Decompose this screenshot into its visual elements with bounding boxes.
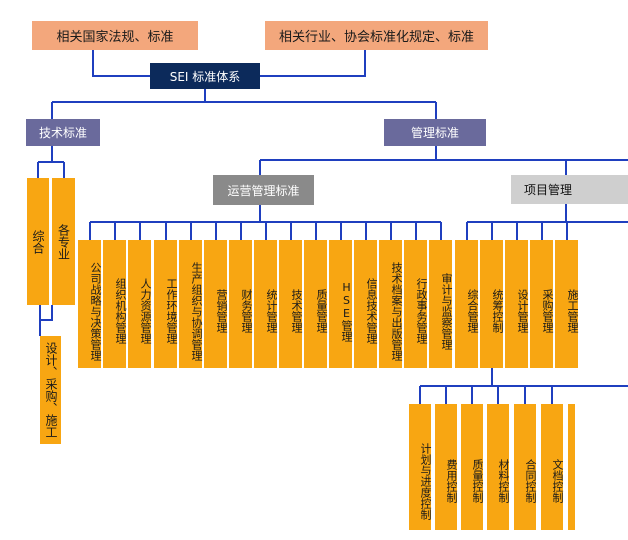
ops-item-admin: 行政事务管理 <box>404 240 428 368</box>
control-item-materials: 材料控制 <box>487 404 510 530</box>
control-item-contracts: 合同控制 <box>514 404 537 530</box>
ops-item-audit: 审计与监察管理 <box>429 240 453 368</box>
ops-item-production: 生产组织与协调管理 <box>179 240 203 368</box>
tech-design-procurement-construction-box: 设计、采购、施工 <box>40 336 62 444</box>
ops-item-it: 信息技术管理 <box>354 240 378 368</box>
ops-item-hse: HSE管理 <box>329 240 353 368</box>
control-item-clipped <box>568 404 576 530</box>
ops-item-hr: 人力资源管理 <box>128 240 152 368</box>
project-management-box: 项目管理 <box>511 175 628 204</box>
connector-national-root <box>92 50 150 77</box>
ops-item-marketing: 营销管理 <box>204 240 228 368</box>
connector-tech-sub-right <box>40 305 53 321</box>
project-item-design: 设计管理 <box>505 240 529 368</box>
tech-general-box: 综合 <box>27 178 50 305</box>
project-item-procurement: 采购管理 <box>530 240 554 368</box>
ops-item-technology: 技术管理 <box>279 240 303 368</box>
ops-item-archives: 技术档案与出版管理 <box>379 240 403 368</box>
project-item-coordination: 统筹控制 <box>480 240 504 368</box>
ops-item-statistics: 统计管理 <box>254 240 278 368</box>
sei-root-box: SEI 标准体系 <box>150 63 260 89</box>
project-item-construction: 施工管理 <box>555 240 579 368</box>
control-item-quality: 质量控制 <box>461 404 484 530</box>
industry-standards-box: 相关行业、协会标准化规定、标准 <box>265 21 488 50</box>
connector-industry-root <box>260 50 366 77</box>
national-standards-box: 相关国家法规、标准 <box>32 21 198 50</box>
ops-item-organization: 组织机构管理 <box>103 240 127 368</box>
ops-item-quality: 质量管理 <box>304 240 328 368</box>
control-item-cost: 费用控制 <box>435 404 458 530</box>
tech-standards-box: 技术标准 <box>26 119 100 146</box>
ops-item-finance: 财务管理 <box>229 240 253 368</box>
project-item-integration: 综合管理 <box>455 240 479 368</box>
operations-standards-box: 运营管理标准 <box>213 175 314 205</box>
tech-disciplines-box: 各专业 <box>52 178 76 305</box>
ops-item-work-environment: 工作环境管理 <box>154 240 178 368</box>
control-item-schedule: 计划与进度控制 <box>409 404 432 530</box>
control-item-documents: 文档控制 <box>541 404 564 530</box>
mgmt-standards-box: 管理标准 <box>384 119 486 146</box>
ops-item-strategy: 公司战略与决策管理 <box>78 240 102 368</box>
